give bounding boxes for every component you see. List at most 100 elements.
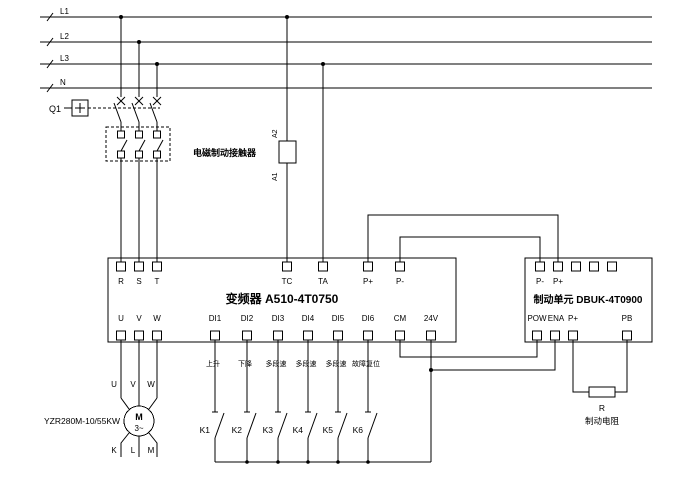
switch-function-label: 下降 (238, 359, 252, 368)
contact-terminal (135, 150, 143, 159)
resistor-name-label: 制动电阻 (585, 416, 620, 426)
power-bus: L1 L2 L3 N (40, 7, 652, 93)
terminal-label-pb: PB (622, 314, 633, 323)
motor-terminal-l: L (131, 446, 136, 455)
terminal-label-di4: DI4 (302, 314, 315, 323)
terminal-label-di3: DI3 (272, 314, 285, 323)
terminal-square (571, 261, 581, 272)
inverter-bottom-terminals (116, 330, 436, 341)
coil-terminal-a1: A1 (272, 172, 279, 181)
power-line-label-n: N (60, 78, 66, 87)
brake-unit-box (524, 257, 653, 343)
switch-function-label: 多段速 (326, 359, 347, 368)
inverter-top-terminals (116, 261, 405, 272)
terminal-label-di1: DI1 (209, 314, 222, 323)
switch-function-label: 多段速 (296, 359, 317, 368)
resistor-ref-label: R (599, 403, 605, 413)
switch-function-label: 故障复位 (352, 359, 380, 368)
contact-terminal (135, 130, 143, 139)
switch-name-label: K2 (232, 425, 243, 435)
terminal-square-pow (532, 330, 542, 341)
terminal-square-t (152, 261, 162, 272)
inverter-title: 变频器 A510-4T0750 (226, 291, 339, 306)
terminal-square (607, 261, 617, 272)
contact-terminal (153, 150, 161, 159)
terminal-label-cm: CM (394, 314, 407, 323)
terminal-square-24v (426, 330, 436, 341)
terminal-label-di6: DI6 (362, 314, 375, 323)
p-plus-wire (367, 214, 559, 262)
terminal-label-di2: DI2 (241, 314, 254, 323)
brake-unit-top-terminals (535, 261, 617, 272)
brake-contactor-main-contacts (105, 126, 171, 162)
brake-contactor-label: 电磁制动接触器 (193, 147, 257, 158)
terminal-label-bu-p-plus: P+ (553, 277, 563, 286)
motor-model-label: YZR280M-10/55KW (44, 416, 120, 426)
power-line-label-l3: L3 (60, 54, 69, 63)
terminal-label-p-plus: P+ (363, 277, 373, 286)
brake-resistor: R 制动电阻 (572, 340, 628, 426)
terminal-label-v: V (136, 314, 142, 323)
terminal-square-p-plus (363, 261, 373, 272)
switch-k5: 多段速 K5 (323, 340, 348, 462)
contactor-coil (278, 140, 297, 164)
terminal-square (589, 261, 599, 272)
terminal-square-tc (282, 261, 292, 272)
dc-bus-wires (367, 214, 559, 262)
24v-to-ena-wire (430, 340, 556, 371)
bus-tick-n (46, 83, 54, 93)
terminal-square-w (152, 330, 162, 341)
terminal-label-di5: DI5 (332, 314, 345, 323)
bus-tick-l3 (46, 59, 54, 69)
contact-terminal (153, 130, 161, 139)
motor-phase-mark: 3~ (134, 424, 143, 433)
contact-terminal (117, 130, 125, 139)
terminal-square-di4 (303, 330, 313, 341)
contact-terminal (117, 150, 125, 159)
terminal-square-bu-p-minus (535, 261, 545, 272)
contact-block-outline (105, 126, 171, 162)
brake-unit-title: 制动单元 DBUK-4T0900 (534, 293, 643, 306)
terminal-label-24v: 24V (424, 314, 439, 323)
bus-tick-l1 (46, 12, 54, 22)
terminal-square-di5 (333, 330, 343, 341)
circuit-breaker: Q1 (49, 99, 160, 117)
brake-unit-bottom-terminals (532, 330, 632, 341)
terminal-label-tc: TC (282, 277, 293, 286)
motor-terminal-u: U (111, 380, 117, 389)
terminal-label-ta: TA (318, 277, 328, 286)
switch-name-label: K6 (353, 425, 364, 435)
switch-name-label: K1 (200, 425, 211, 435)
terminal-square-ta (318, 261, 328, 272)
terminal-square-p-minus (395, 261, 405, 272)
terminal-square-bu-p-plus (553, 261, 563, 272)
terminal-square-r (116, 261, 126, 272)
switch-k2: 下降 K2 (232, 340, 257, 462)
switch-name-label: K3 (263, 425, 274, 435)
terminal-label-u: U (118, 314, 124, 323)
switch-k3: 多段速 K3 (263, 340, 288, 462)
terminal-label-ena: ENA (548, 314, 565, 323)
terminal-square-cm (395, 330, 405, 341)
terminal-label-t: T (155, 277, 160, 286)
terminal-label-r: R (118, 277, 124, 286)
terminal-label-pow: POW (527, 314, 547, 323)
motor: M 3~ U V W K L M YZR280M-10/55KW (44, 340, 158, 457)
power-line-label-l2: L2 (60, 32, 69, 41)
switch-k4: 多段速 K4 (293, 340, 318, 462)
coil-terminal-a2: A2 (272, 129, 279, 138)
motor-terminal-m: M (148, 446, 155, 455)
brake-contactor-coil-circuit: A2 A1 电磁制动接触器 (193, 17, 324, 262)
terminal-square-di3 (273, 330, 283, 341)
motor-terminal-k: K (111, 446, 117, 455)
bus-tick-l2 (46, 37, 54, 47)
terminal-square-v (134, 330, 144, 341)
inverter-box (107, 257, 457, 343)
switch-name-label: K5 (323, 425, 334, 435)
terminal-square-s (134, 261, 144, 272)
motor-letter: M (135, 412, 143, 422)
phase-feeders (113, 17, 162, 262)
resistor-body (588, 386, 616, 398)
switch-function-label: 多段速 (266, 359, 287, 368)
terminal-label-p-minus: P- (396, 277, 404, 286)
